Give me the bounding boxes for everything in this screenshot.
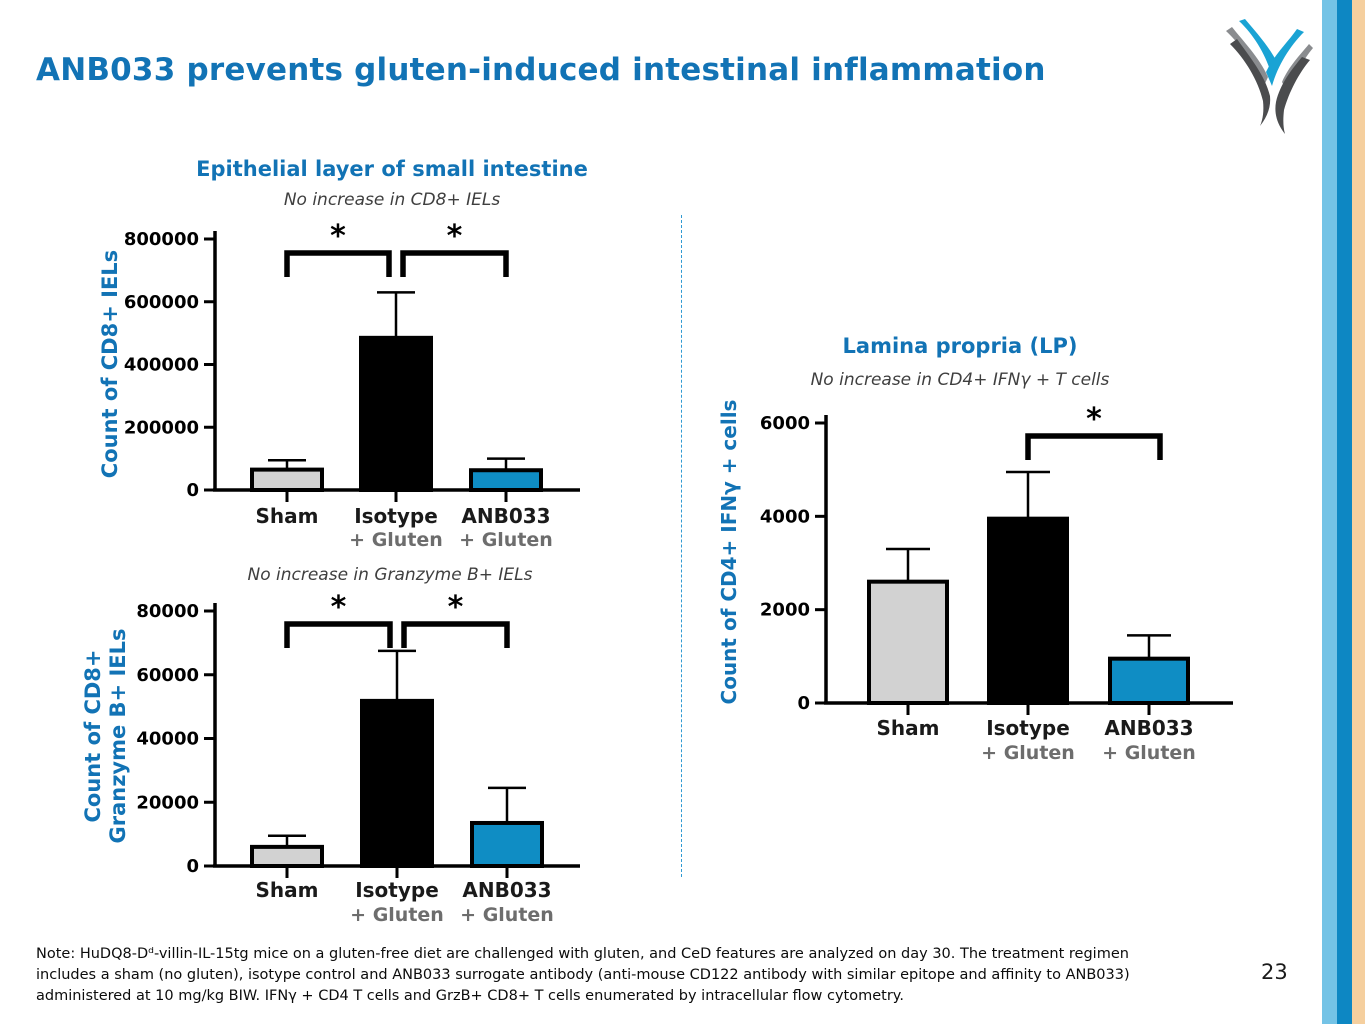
y-tick-label: 800000 (124, 229, 199, 250)
y-tick-label: 0 (797, 693, 810, 714)
category-sublabel: + Gluten (460, 904, 554, 926)
category-sublabel: + Gluten (459, 529, 553, 551)
y-tick-label: 2000 (760, 600, 810, 621)
edge-stripe-dark-blue (1337, 0, 1352, 1024)
significance-asterisk: * (448, 590, 464, 625)
category-label: Sham (256, 878, 319, 902)
category-sublabel: + Gluten (349, 529, 443, 551)
right-section-heading: Lamina propria (LP) (842, 334, 1078, 358)
y-tick-label: 200000 (124, 417, 199, 438)
chart2-subtitle: No increase in Granzyme B+ IELs (247, 565, 533, 585)
logo-left-cyan-swoosh (1239, 19, 1277, 76)
y-tick-label: 0 (186, 856, 199, 877)
y-tick-label: 4000 (760, 506, 810, 527)
edge-stripe-light-blue (1322, 0, 1337, 1024)
section-divider (681, 215, 682, 877)
significance-asterisk: * (1086, 402, 1102, 437)
y-tick-label: 60000 (136, 665, 199, 686)
logo-right-cyan-swoosh (1266, 29, 1304, 86)
significance-asterisk: * (447, 219, 463, 254)
bar (250, 467, 324, 493)
y-tick-label: 80000 (136, 601, 199, 622)
chart3-subtitle: No increase in CD4+ IFNγ + T cells (810, 370, 1110, 390)
page-number: 23 (1261, 960, 1288, 984)
y-tick-label: 40000 (136, 729, 199, 750)
edge-stripe-tan (1352, 0, 1365, 1024)
bar (359, 335, 433, 492)
left-section-heading: Epithelial layer of small intestine (196, 157, 588, 181)
significance-bracket (284, 621, 393, 648)
category-sublabel: + Gluten (350, 904, 444, 926)
category-label: Isotype (355, 878, 439, 902)
significance-bracket (284, 250, 392, 277)
significance-bracket (1025, 433, 1163, 460)
slide-title: ANB033 prevents gluten-induced intestina… (36, 52, 1046, 88)
category-label: ANB033 (462, 878, 551, 902)
bar (470, 820, 544, 868)
y-tick-label: 600000 (124, 292, 199, 313)
y-tick-label: 400000 (124, 355, 199, 376)
footnote-line3: administered at 10 mg/kg BIW. IFNγ + CD4… (36, 988, 904, 1004)
footnote-line2: includes a sham (no gluten), isotype con… (36, 967, 1130, 983)
y-tick-label: 6000 (760, 413, 810, 434)
anaveon-wing-logo-icon (1226, 19, 1313, 134)
category-label: Sham (877, 716, 940, 740)
chart1-subtitle: No increase in CD8+ IELs (283, 190, 501, 210)
bar (250, 844, 324, 868)
significance-asterisk: * (331, 590, 347, 625)
bar (867, 579, 949, 706)
bar (1108, 656, 1190, 706)
significance-bracket (401, 621, 510, 648)
footnote-line1: Note: HuDQ8-Dᵈ-villin-IL-15tg mice on a … (36, 946, 1129, 962)
significance-bracket (400, 250, 509, 277)
category-sublabel: + Gluten (981, 742, 1075, 764)
category-label: ANB033 (461, 504, 550, 528)
significance-asterisk: * (330, 219, 346, 254)
y-tick-label: 20000 (136, 792, 199, 813)
logo-right-dark-swoosh (1275, 57, 1310, 134)
bar (987, 516, 1069, 706)
y-tick-label: 0 (186, 480, 199, 501)
bar (360, 698, 434, 869)
category-label: ANB033 (1104, 716, 1193, 740)
logo-left-dark-swoosh (1230, 39, 1271, 126)
category-label: Sham (256, 504, 319, 528)
footnote: Note: HuDQ8-Dᵈ-villin-IL-15tg mice on a … (36, 944, 1226, 1007)
category-label: Isotype (986, 716, 1070, 740)
category-sublabel: + Gluten (1102, 742, 1196, 764)
category-label: Isotype (354, 504, 438, 528)
bar (469, 468, 543, 493)
